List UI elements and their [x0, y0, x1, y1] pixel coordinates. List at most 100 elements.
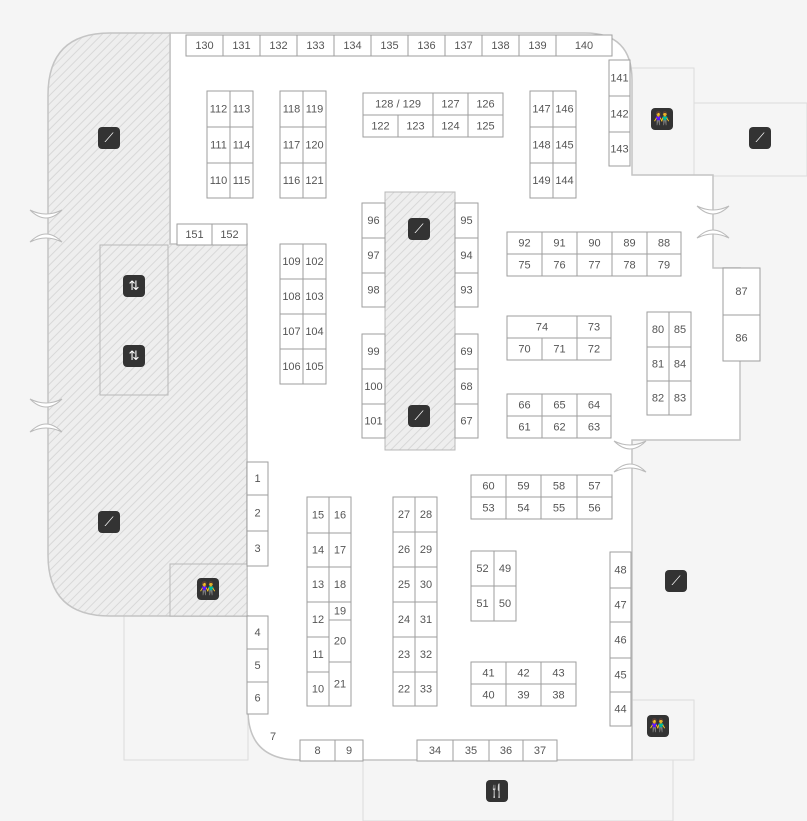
store-unit-27[interactable]: 27: [392, 496, 416, 533]
store-unit-50[interactable]: 50: [493, 585, 517, 622]
store-unit-box[interactable]: [246, 681, 269, 715]
store-unit-141[interactable]: 141: [608, 59, 631, 97]
store-unit-53[interactable]: 53: [470, 496, 507, 520]
store-unit-144[interactable]: 144: [552, 162, 577, 199]
store-unit-70[interactable]: 70: [506, 337, 543, 361]
store-unit-92[interactable]: 92: [506, 231, 543, 255]
store-unit-45[interactable]: 45: [609, 657, 632, 693]
store-unit-152[interactable]: 152: [211, 223, 248, 246]
store-unit-72[interactable]: 72: [576, 337, 612, 361]
store-unit-115[interactable]: 115: [229, 162, 254, 199]
store-unit-138[interactable]: 138: [481, 34, 520, 57]
store-unit-box[interactable]: [522, 739, 558, 762]
store-unit-136[interactable]: 136: [407, 34, 446, 57]
store-unit-116[interactable]: 116: [279, 162, 304, 199]
store-unit-77[interactable]: 77: [576, 253, 613, 277]
store-unit-147[interactable]: 147: [529, 90, 554, 128]
store-unit-48[interactable]: 48: [609, 551, 632, 589]
store-unit-34[interactable]: 34: [416, 739, 454, 762]
store-unit-42[interactable]: 42: [505, 661, 542, 685]
store-unit-127[interactable]: 127: [432, 92, 469, 116]
escalator-icon[interactable]: ⟋: [408, 218, 430, 240]
store-unit-100[interactable]: 100: [361, 368, 386, 405]
store-unit-145[interactable]: 145: [552, 126, 577, 164]
store-unit-box[interactable]: [454, 272, 479, 308]
store-unit-9[interactable]: 9: [334, 739, 364, 762]
store-unit-31[interactable]: 31: [414, 601, 438, 638]
store-unit-12[interactable]: 12: [306, 601, 330, 638]
store-unit-57[interactable]: 57: [576, 474, 613, 498]
store-unit-51[interactable]: 51: [470, 585, 495, 622]
store-unit-95[interactable]: 95: [454, 202, 479, 239]
store-unit-58[interactable]: 58: [540, 474, 578, 498]
store-unit-box[interactable]: [467, 114, 504, 138]
store-unit-box[interactable]: [306, 671, 330, 707]
store-unit-box[interactable]: [302, 348, 327, 385]
store-unit-box[interactable]: [334, 739, 364, 762]
store-unit-123[interactable]: 123: [397, 114, 434, 138]
store-unit-97[interactable]: 97: [361, 237, 386, 274]
store-unit-15[interactable]: 15: [306, 496, 330, 534]
store-unit-103[interactable]: 103: [302, 278, 327, 315]
store-unit-108[interactable]: 108: [279, 278, 304, 315]
store-unit-52[interactable]: 52: [470, 550, 495, 587]
store-unit-box[interactable]: [540, 683, 577, 707]
store-unit-23[interactable]: 23: [392, 636, 416, 673]
store-unit-16[interactable]: 16: [328, 496, 352, 534]
store-unit-25[interactable]: 25: [392, 566, 416, 603]
store-unit-3[interactable]: 3: [246, 530, 269, 567]
store-unit-88[interactable]: 88: [646, 231, 682, 255]
store-unit-box[interactable]: [361, 403, 386, 439]
store-unit-118[interactable]: 118: [279, 90, 304, 128]
store-unit-4[interactable]: 4: [246, 615, 269, 650]
store-unit-box[interactable]: [576, 415, 612, 439]
store-unit-84[interactable]: 84: [668, 346, 692, 382]
store-unit-box[interactable]: [722, 314, 761, 362]
store-unit-91[interactable]: 91: [541, 231, 578, 255]
store-unit-box[interactable]: [609, 691, 632, 727]
store-unit-box[interactable]: [668, 380, 692, 416]
store-unit-43[interactable]: 43: [540, 661, 577, 685]
store-unit-20[interactable]: 20: [328, 619, 352, 663]
store-unit-124[interactable]: 124: [432, 114, 469, 138]
elevator-icon[interactable]: ⇅: [123, 275, 145, 297]
store-unit-33[interactable]: 33: [414, 671, 438, 707]
store-unit-37[interactable]: 37: [522, 739, 558, 762]
store-unit-59[interactable]: 59: [505, 474, 542, 498]
store-unit-117[interactable]: 117: [279, 126, 304, 164]
store-unit-box[interactable]: [576, 337, 612, 361]
store-unit-box[interactable]: [552, 162, 577, 199]
store-unit-38[interactable]: 38: [540, 683, 577, 707]
store-unit-79[interactable]: 79: [646, 253, 682, 277]
store-unit-120[interactable]: 120: [302, 126, 327, 164]
store-unit-36[interactable]: 36: [488, 739, 524, 762]
store-unit-26[interactable]: 26: [392, 531, 416, 568]
store-unit-54[interactable]: 54: [505, 496, 542, 520]
store-unit-64[interactable]: 64: [576, 393, 612, 417]
store-unit-73[interactable]: 73: [576, 315, 612, 339]
store-unit-143[interactable]: 143: [608, 131, 631, 167]
store-unit-11[interactable]: 11: [306, 636, 330, 673]
store-unit-35[interactable]: 35: [452, 739, 490, 762]
store-unit-30[interactable]: 30: [414, 566, 438, 603]
store-unit-box[interactable]: [211, 223, 248, 246]
store-unit-76[interactable]: 76: [541, 253, 578, 277]
store-unit-82[interactable]: 82: [646, 380, 670, 416]
store-unit-17[interactable]: 17: [328, 532, 352, 568]
store-unit-102[interactable]: 102: [302, 243, 327, 280]
store-unit-40[interactable]: 40: [470, 683, 507, 707]
elevator-icon[interactable]: ⇅: [123, 345, 145, 367]
store-unit-60[interactable]: 60: [470, 474, 507, 498]
food-court-icon[interactable]: 🍴: [486, 780, 508, 802]
store-unit-81[interactable]: 81: [646, 346, 670, 382]
store-unit-69[interactable]: 69: [454, 333, 479, 370]
store-unit-18[interactable]: 18: [328, 566, 352, 603]
store-unit-24[interactable]: 24: [392, 601, 416, 638]
store-unit-63[interactable]: 63: [576, 415, 612, 439]
store-unit-111[interactable]: 111: [206, 126, 231, 164]
store-unit-box[interactable]: [576, 496, 613, 520]
store-unit-148[interactable]: 148: [529, 126, 554, 164]
store-unit-78[interactable]: 78: [611, 253, 648, 277]
store-unit-75[interactable]: 75: [506, 253, 543, 277]
store-unit-101[interactable]: 101: [361, 403, 386, 439]
